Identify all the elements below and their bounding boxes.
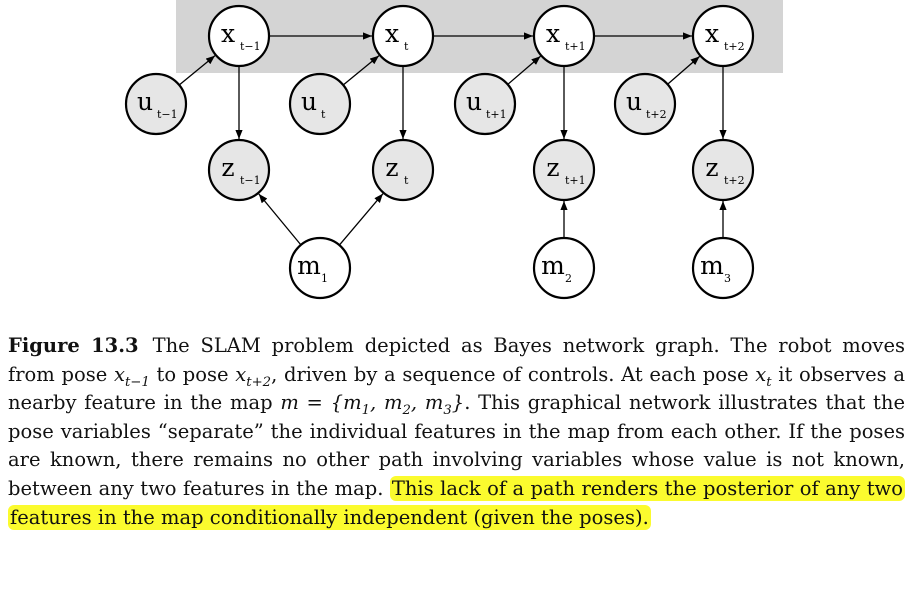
node-subscript: 3 (724, 272, 731, 285)
node-circle (288, 72, 352, 136)
node-circle (124, 72, 188, 136)
node-label: u (137, 87, 153, 116)
node-z_t+2: z t+2 (691, 138, 755, 202)
node-label: x (221, 19, 235, 48)
caption-text-4: it observes a nearby feature in the map (8, 362, 906, 415)
node-subscript: t+1 (565, 174, 586, 187)
node-subscript: t+1 (486, 108, 507, 121)
node-label: z (221, 153, 234, 182)
node-circle (691, 4, 755, 68)
node-label: z (705, 153, 718, 182)
node-circle (288, 236, 352, 300)
node-subscript: 1 (321, 272, 328, 285)
caption-text-2: to pose (149, 362, 236, 386)
node-u_t+2: u t+2 (613, 72, 677, 136)
node-circle (207, 4, 271, 68)
node-circle (691, 138, 755, 202)
node-label: x (546, 19, 560, 48)
node-subscript: 2 (565, 272, 572, 285)
node-label: x (705, 19, 719, 48)
edge-m_1-to-z_t (338, 193, 384, 246)
edge-m_1-to-z_t-1 (258, 193, 302, 246)
caption-text-1: The SLAM problem depicted as Bayes netwo… (8, 334, 905, 386)
node-subscript: t+1 (565, 40, 586, 53)
node-label: u (466, 87, 482, 116)
node-u_t-1: u t−1 (124, 72, 188, 136)
edge-u_t-1-to-x_t-1 (178, 55, 216, 86)
node-label: z (385, 153, 398, 182)
node-subscript: t (404, 40, 409, 53)
edges (178, 32, 727, 246)
node-x_t-1: x t−1 (207, 4, 271, 68)
node-label: x (385, 19, 399, 48)
node-circle (371, 138, 435, 202)
caption-label: Figure 13.3 (8, 334, 139, 357)
node-circle (532, 138, 596, 202)
node-label: m (541, 251, 565, 280)
node-label: u (301, 87, 317, 116)
node-subscript: t+2 (724, 174, 745, 187)
node-subscript: t+2 (646, 108, 667, 121)
node-circle (453, 72, 517, 136)
node-subscript: t (404, 174, 409, 187)
edge-u_t+2-to-x_t+2 (667, 55, 701, 85)
node-subscript: t+2 (724, 40, 745, 53)
node-circle (532, 236, 596, 300)
node-x_t+1: x t+1 (532, 4, 596, 68)
node-subscript: t−1 (157, 108, 178, 121)
node-subscript: t−1 (240, 40, 261, 53)
node-subscript: t−1 (240, 174, 261, 187)
node-z_t+1: z t+1 (532, 138, 596, 202)
node-z_t-1: z t−1 (207, 138, 271, 202)
node-x_t+2: x t+2 (691, 4, 755, 68)
node-circle (207, 138, 271, 202)
node-circle (691, 236, 755, 300)
node-label: m (297, 251, 321, 280)
node-circle (613, 72, 677, 136)
node-circle (371, 4, 435, 68)
node-label: m (700, 251, 724, 280)
node-label: z (546, 153, 559, 182)
node-label: u (626, 87, 642, 116)
math-x-t-minus-1: xt−1 (113, 362, 150, 390)
caption-text-5: . This graphical network illustrates tha… (8, 391, 905, 500)
node-circle (532, 4, 596, 68)
math-x-t-plus-2: xt+2 (235, 362, 272, 390)
math-x-t: xt (755, 362, 772, 390)
node-u_t+1: u t+1 (453, 72, 517, 136)
node-subscript: t (321, 108, 326, 121)
caption-text-3: , driven by a sequence of controls. At e… (271, 362, 756, 386)
edge-u_t+1-to-x_t+1 (507, 55, 541, 85)
edge-u_t-to-x_t (342, 55, 380, 86)
math-map-set: m = {m1, m2, m3} (280, 391, 465, 419)
